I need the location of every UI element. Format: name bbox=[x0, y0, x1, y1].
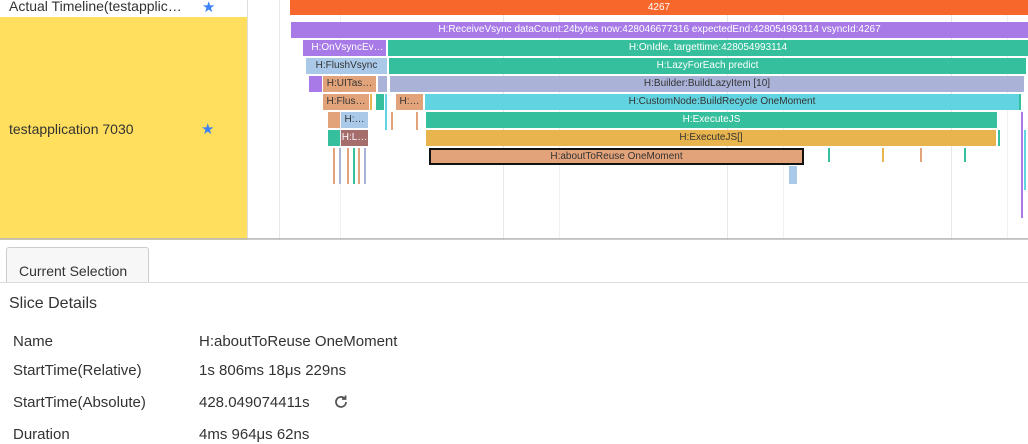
trace-tick bbox=[1021, 112, 1023, 218]
trace-slice[interactable] bbox=[328, 112, 340, 128]
trace-tick bbox=[998, 130, 1000, 146]
trace-slice[interactable]: H:… bbox=[341, 112, 368, 128]
star-icon[interactable]: ★ bbox=[202, 0, 216, 16]
on-vsync-event-slice[interactable]: H:OnVsyncEv… bbox=[309, 40, 386, 56]
trace-tick bbox=[347, 148, 349, 184]
process-label: testapplication 7030 bbox=[9, 121, 134, 137]
trace-slice[interactable] bbox=[309, 76, 322, 92]
trace-tick bbox=[882, 148, 884, 162]
lazy-for-each-slice[interactable]: H:LazyForEach predict bbox=[389, 58, 1026, 74]
trace-tick bbox=[789, 166, 797, 184]
trace-tick bbox=[416, 112, 418, 130]
grid-line bbox=[340, 0, 341, 240]
process-row-label[interactable]: testapplication 7030 ★ bbox=[0, 17, 247, 240]
flush-slice[interactable]: H:Flus… bbox=[323, 94, 369, 110]
ui-task-slice[interactable]: H:UITas… bbox=[323, 76, 376, 92]
details-panel: Current Selection Slice Details Name H:a… bbox=[0, 244, 1028, 444]
tab-divider bbox=[0, 282, 1028, 283]
trace-tracks: Actual Timeline(testapplic… ★ testapplic… bbox=[0, 0, 1028, 240]
trace-tick bbox=[358, 148, 360, 184]
on-idle-slice[interactable]: H:OnIdle, targettime:428054993114 bbox=[388, 40, 1028, 56]
trace-tick bbox=[1019, 94, 1021, 110]
tab-current-selection[interactable]: Current Selection bbox=[6, 247, 149, 283]
trace-tick bbox=[333, 148, 335, 184]
detail-value-start-absolute: 428.049074411s bbox=[199, 394, 310, 411]
detail-value-duration: 4ms 964μs 62ns bbox=[199, 426, 310, 443]
build-lazy-item-slice[interactable]: H:Builder:BuildLazyItem [10] bbox=[390, 76, 1024, 92]
trace-tick bbox=[964, 148, 966, 162]
detail-label-start-relative: StartTime(Relative) bbox=[13, 362, 142, 379]
tab-label: Current Selection bbox=[19, 263, 128, 279]
trace-tick bbox=[339, 148, 341, 184]
grid-line bbox=[279, 0, 280, 240]
actual-timeline-label: Actual Timeline(testapplic… bbox=[9, 0, 182, 14]
detail-value-name: H:aboutToReuse OneMoment bbox=[199, 333, 398, 350]
execute-js-slice[interactable]: H:ExecuteJS bbox=[426, 112, 997, 128]
trace-tick bbox=[370, 94, 372, 110]
trace-slice[interactable] bbox=[376, 94, 384, 110]
detail-label-start-absolute: StartTime(Absolute) bbox=[13, 394, 146, 411]
trace-slice[interactable] bbox=[328, 130, 340, 146]
splitter-shadow[interactable] bbox=[0, 238, 1028, 240]
actual-timeline-slice[interactable]: 4267 bbox=[290, 0, 1028, 15]
section-title: Slice Details bbox=[9, 295, 98, 312]
flush-vsync-slice[interactable]: H:FlushVsync bbox=[306, 58, 387, 74]
custom-node-build-recycle-slice[interactable]: H:CustomNode:BuildRecycle OneMoment bbox=[425, 94, 1019, 110]
detail-label-name: Name bbox=[13, 333, 54, 350]
refresh-icon[interactable] bbox=[333, 394, 349, 410]
actual-timeline-row-label[interactable]: Actual Timeline(testapplic… ★ bbox=[0, 0, 247, 16]
trace-slice[interactable] bbox=[303, 40, 309, 56]
trace-slice[interactable]: H:… bbox=[396, 94, 423, 110]
trace-slice[interactable] bbox=[378, 76, 387, 92]
execute-js-array-slice[interactable]: H:ExecuteJS[] bbox=[426, 130, 996, 146]
trace-tick bbox=[920, 148, 922, 162]
trace-tick bbox=[828, 148, 830, 162]
about-to-reuse-slice-selected[interactable]: H:aboutToReuse OneMoment bbox=[429, 148, 804, 165]
trace-tick bbox=[391, 112, 393, 130]
trace-slice[interactable]: H:L… bbox=[341, 130, 368, 146]
trace-tick bbox=[1024, 130, 1026, 190]
trace-tick bbox=[353, 148, 355, 184]
receive-vsync-slice[interactable]: H:ReceiveVsync dataCount:24bytes now:428… bbox=[291, 22, 1028, 38]
trace-tick bbox=[385, 94, 387, 130]
grid-line bbox=[1007, 0, 1008, 240]
star-icon[interactable]: ★ bbox=[201, 121, 215, 138]
trace-tick bbox=[364, 148, 366, 184]
detail-value-start-relative: 1s 806ms 18μs 229ns bbox=[199, 362, 347, 379]
detail-label-duration: Duration bbox=[13, 426, 70, 443]
